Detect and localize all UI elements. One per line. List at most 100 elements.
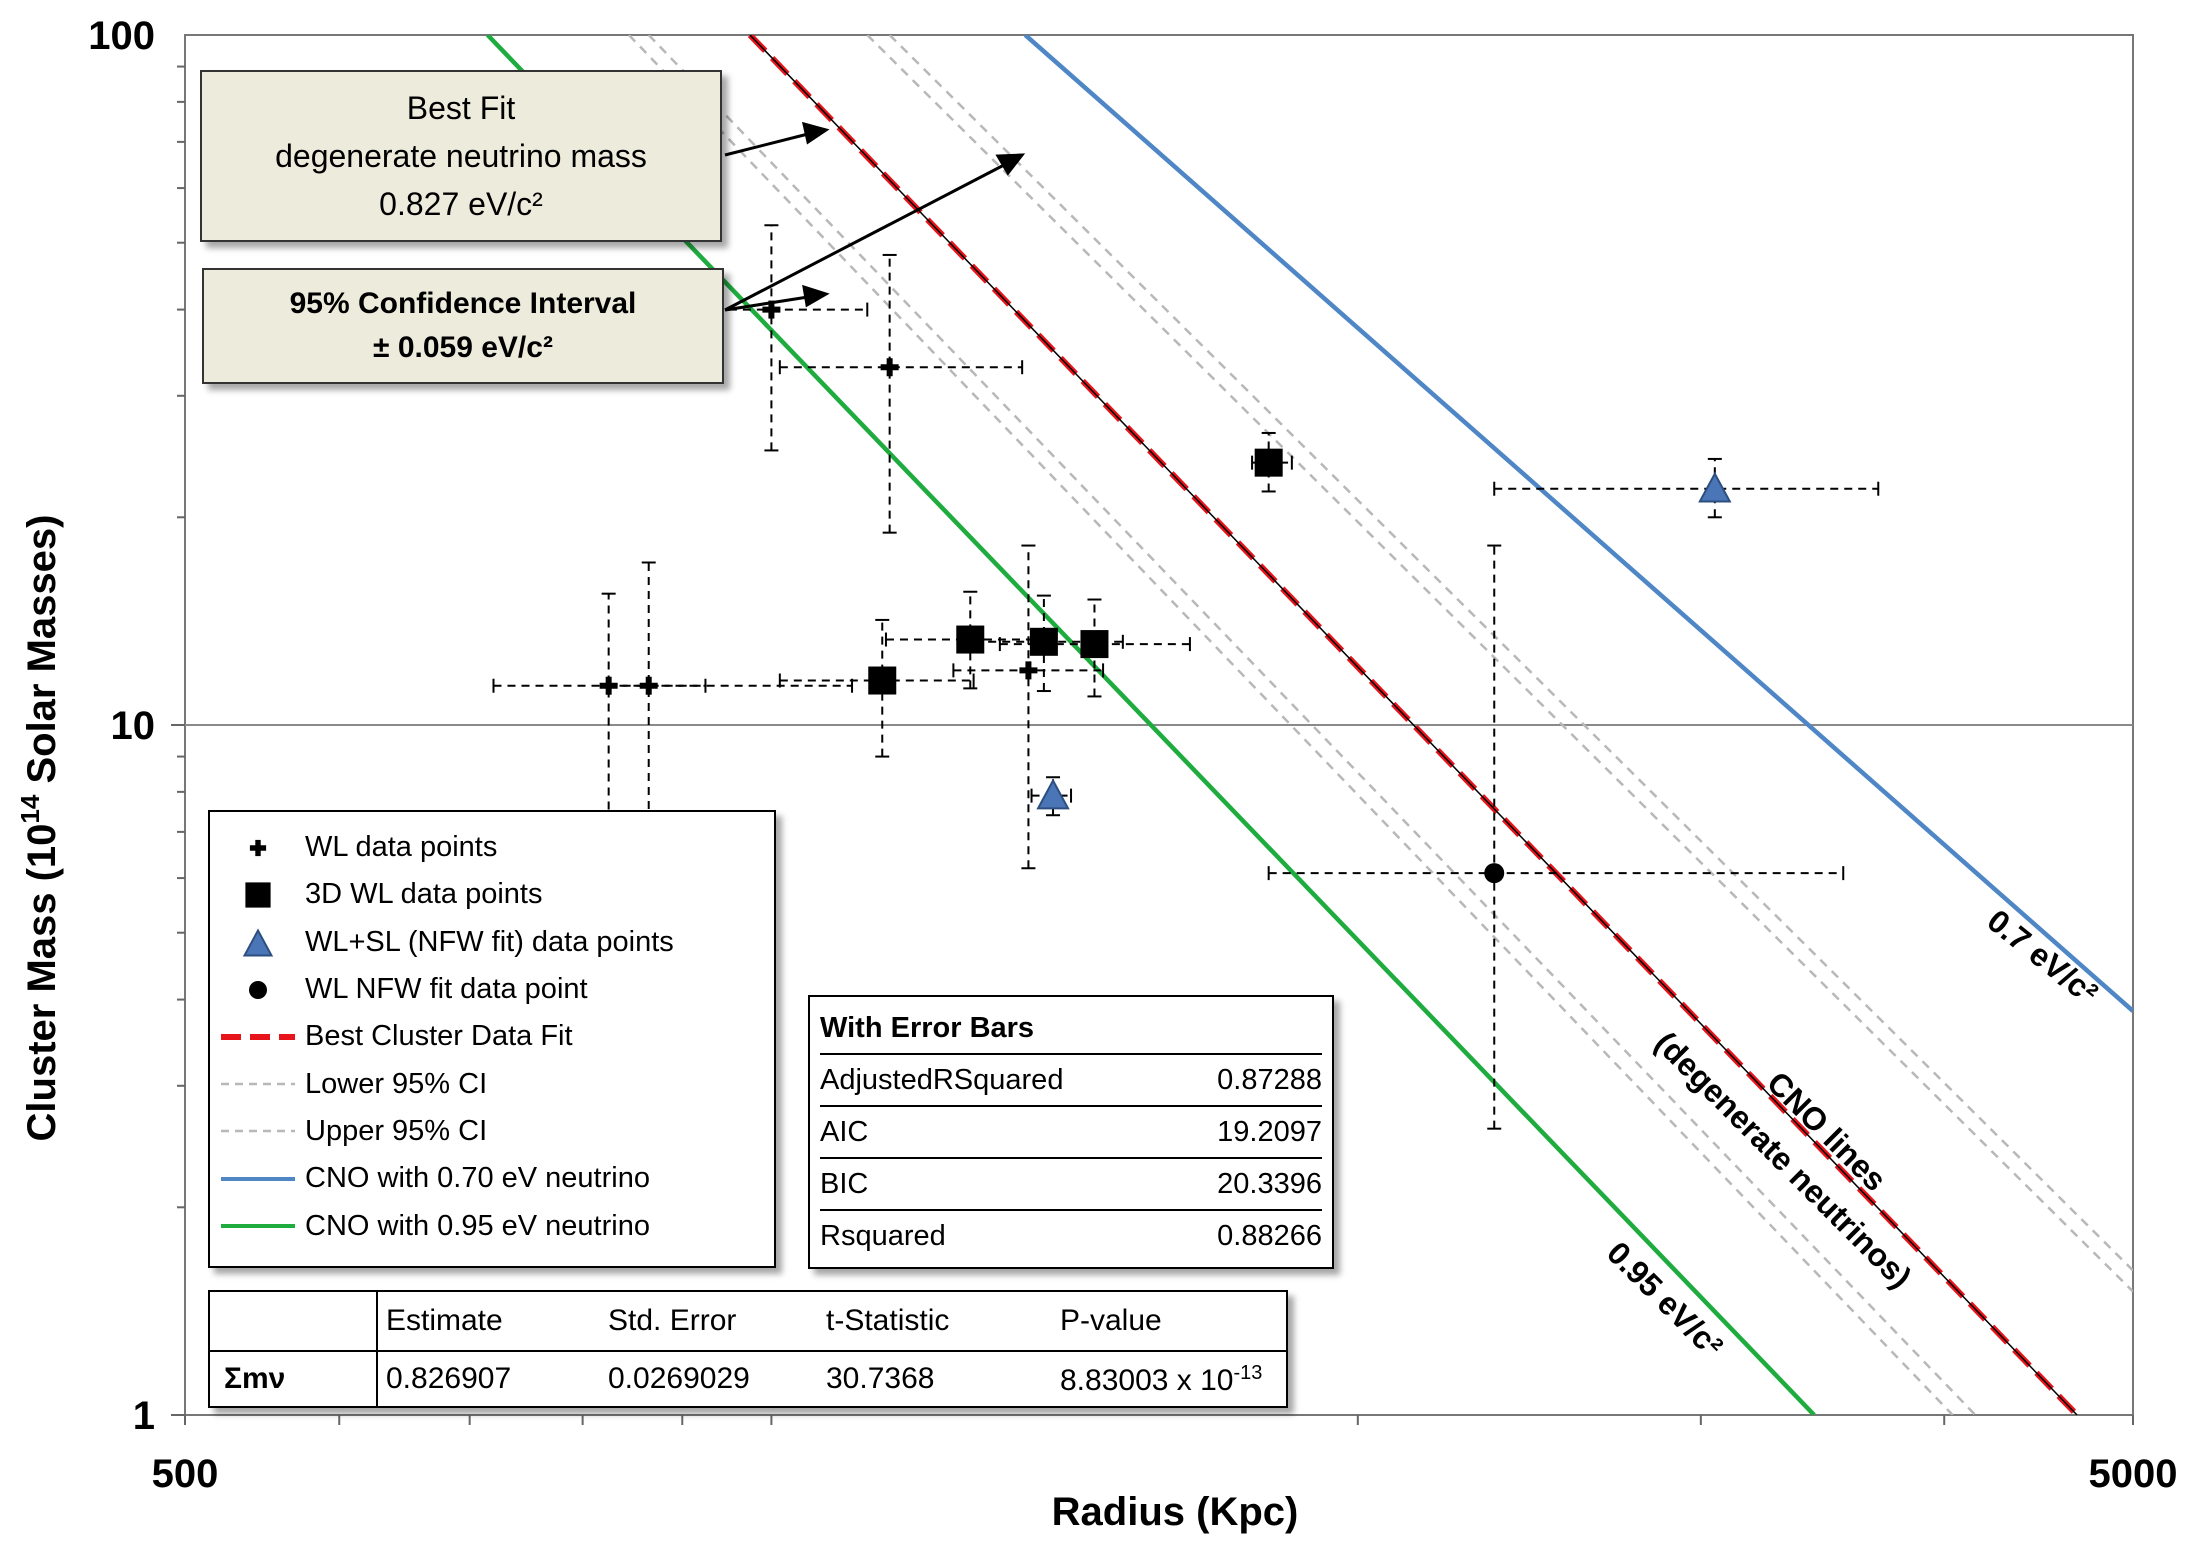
x-tick-label: 500 xyxy=(152,1452,219,1496)
best-fit-callout-line1: Best Fit xyxy=(406,90,516,126)
legend-marker-circle xyxy=(248,980,267,999)
y-tick-label: 100 xyxy=(88,14,155,58)
confidence-callout: 95% Confidence Interval ± 0.059 eV/c² xyxy=(202,268,724,384)
legend-swatch xyxy=(242,928,273,957)
legend-item: WL data points xyxy=(210,824,774,871)
marker-triangle xyxy=(1036,778,1070,810)
legend-symbol-green-line xyxy=(210,1206,305,1246)
data-points xyxy=(492,224,1880,1130)
line-cno-with-0-70-ev-neutrino xyxy=(1023,35,2133,1013)
std-error-header: Std. Error xyxy=(608,1304,737,1337)
legend-swatch xyxy=(220,1224,295,1229)
fit-statistics-header: With Error Bars xyxy=(820,1012,1035,1044)
data-point-square xyxy=(778,618,975,758)
legend-marker-triangle xyxy=(242,928,273,957)
p-value-mantissa: 8.83003 x 10 xyxy=(1060,1364,1234,1397)
t-statistic-value: 30.7368 xyxy=(826,1362,935,1395)
t-statistic-header: t-Statistic xyxy=(826,1304,950,1337)
fit-stat-row: BIC 20.3396 xyxy=(820,1157,1322,1209)
legend-label: Best Cluster Data Fit xyxy=(305,1020,573,1053)
marker-square xyxy=(868,666,897,695)
legend-symbol-plus xyxy=(210,828,305,868)
legend-swatch xyxy=(244,882,271,908)
arrow-ci-lower-head xyxy=(802,284,830,308)
legend-item: WL NFW fit data point xyxy=(210,966,774,1013)
line-upper-95-ci xyxy=(888,35,2133,1272)
best-fit-center-line xyxy=(749,35,2078,1415)
fit-stat-value: 0.87288 xyxy=(1217,1064,1322,1096)
estimate-value: 0.826907 xyxy=(386,1362,512,1395)
marker-square xyxy=(1080,630,1109,659)
legend-swatch xyxy=(248,980,267,999)
legend-label: Lower 95% CI xyxy=(305,1067,488,1100)
data-point-square xyxy=(1251,431,1293,493)
legend-label: WL+SL (NFW fit) data points xyxy=(305,925,674,958)
arrow-best-fit-head xyxy=(801,121,830,145)
fit-stat-row: AdjustedRSquared 0.87288 xyxy=(820,1053,1322,1105)
fit-stat-name: AIC xyxy=(820,1116,869,1148)
y-tick-label: 10 xyxy=(111,704,156,748)
legend-item: CNO with 0.70 eV neutrino xyxy=(210,1155,774,1202)
tick-labels: 1 10 100 500 5000 xyxy=(88,14,2177,1496)
legend-symbol-grey-dash xyxy=(210,1064,305,1104)
p-value-header: P-value xyxy=(1060,1304,1162,1337)
legend-swatch xyxy=(249,839,266,856)
legend-marker-plus xyxy=(249,839,266,856)
arrow-ci-upper xyxy=(724,163,1005,312)
fit-lines xyxy=(485,35,2133,1415)
legend-item: Upper 95% CI xyxy=(210,1108,774,1155)
marker-plus xyxy=(1019,661,1038,680)
legend-label: CNO with 0.70 eV neutrino xyxy=(305,1162,650,1195)
legend-item: Best Cluster Data Fit xyxy=(210,1013,774,1060)
legend-item: Lower 95% CI xyxy=(210,1060,774,1107)
confidence-callout-line1: 95% Confidence Interval xyxy=(289,287,637,320)
estimate-table: Estimate Std. Error t-Statistic P-value … xyxy=(208,1290,1288,1408)
marker-square xyxy=(1254,448,1283,477)
estimate-table-rule xyxy=(210,1350,1286,1352)
legend-label: CNO with 0.95 eV neutrino xyxy=(305,1209,650,1242)
legend-marker-square xyxy=(244,882,271,908)
fit-stat-value: 19.2097 xyxy=(1217,1116,1322,1148)
arrow-ci-upper-head xyxy=(995,153,1026,176)
fit-stat-name: BIC xyxy=(820,1168,869,1200)
legend-symbol-triangle xyxy=(210,922,305,962)
estimate-row-label: Σmν xyxy=(224,1362,286,1395)
legend-swatch xyxy=(220,1082,295,1086)
y-axis-title: Cluster Mass (1014 Solar Masses) xyxy=(15,515,64,1142)
legend-symbol-blue-line xyxy=(210,1159,305,1199)
fit-stat-value: 20.3396 xyxy=(1217,1168,1322,1200)
legend-item: 3D WL data points xyxy=(210,871,774,918)
marker-plus xyxy=(639,676,658,695)
line-cno-with-0-95-ev-neutrino xyxy=(485,35,1816,1415)
axis-ticks xyxy=(171,65,2134,1425)
legend-swatch xyxy=(220,1130,295,1133)
legend-symbol-circle xyxy=(210,970,305,1010)
marker-square xyxy=(1029,627,1058,656)
legend-symbol-square xyxy=(210,875,305,915)
data-point-square xyxy=(998,598,1191,698)
fit-stat-value: 0.88266 xyxy=(1217,1220,1322,1252)
p-value-exponent: -13 xyxy=(1233,1362,1263,1384)
data-point-triangle xyxy=(1030,776,1073,817)
legend-symbol-red-dash xyxy=(210,1017,305,1057)
confidence-callout-line2: ± 0.059 eV/c² xyxy=(373,331,553,364)
arrow-ci-lower xyxy=(724,295,809,312)
legend-item: CNO with 0.95 eV neutrino xyxy=(210,1202,774,1249)
fit-stat-name: AdjustedRSquared xyxy=(820,1064,1064,1096)
x-tick-label: 5000 xyxy=(2089,1452,2178,1496)
legend-label: WL data points xyxy=(305,831,498,864)
legend-item: WL+SL (NFW fit) data points xyxy=(210,919,774,966)
legend-label: Upper 95% CI xyxy=(305,1114,488,1147)
legend-label: 3D WL data points xyxy=(305,878,543,911)
best-fit-callout-line3: 0.827 eV/c² xyxy=(379,186,543,222)
best-fit-callout-line2: degenerate neutrino mass xyxy=(275,138,647,174)
legend-swatch xyxy=(220,1033,295,1040)
legend-label: WL NFW fit data point xyxy=(305,973,588,1006)
y-tick-label: 1 xyxy=(133,1394,155,1438)
data-point-plus xyxy=(952,544,1105,870)
x-axis-title: Radius (Kpc) xyxy=(1052,1490,1299,1534)
estimate-table-divider xyxy=(376,1292,378,1406)
